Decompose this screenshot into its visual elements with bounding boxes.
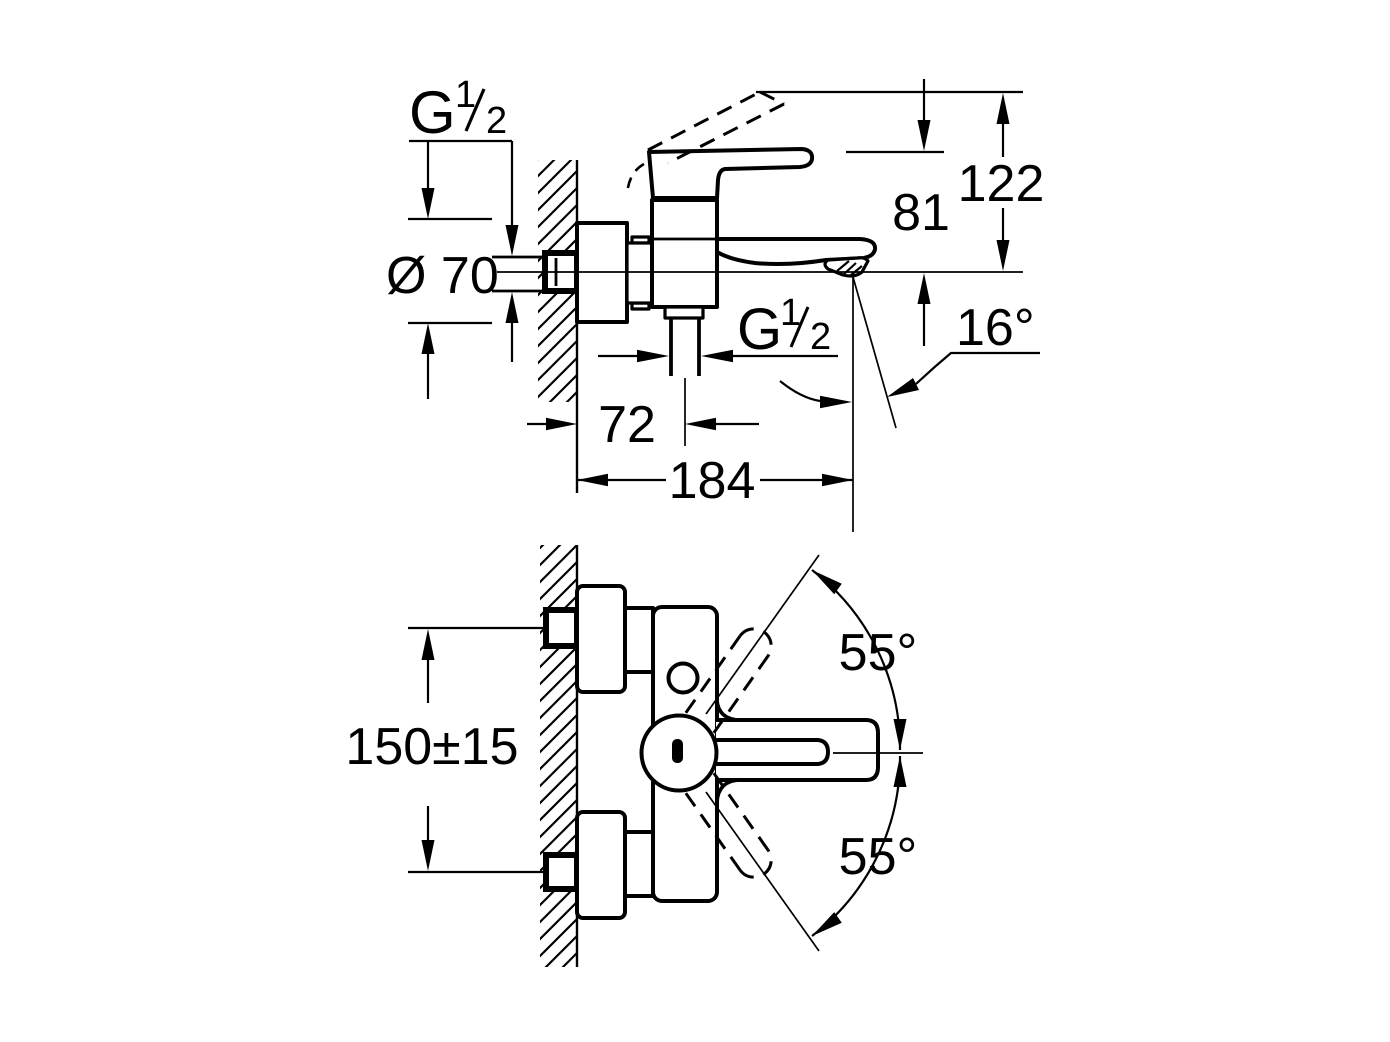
faucet-top bbox=[543, 554, 923, 952]
dim-height-total: 122 bbox=[756, 90, 1045, 271]
supply-connection-hot bbox=[543, 607, 580, 649]
arrowhead bbox=[637, 349, 669, 363]
dim-150-extension-lines bbox=[408, 626, 546, 874]
arrowhead bbox=[893, 756, 907, 787]
dim-55-up-text: 55° bbox=[839, 624, 918, 682]
arrowhead bbox=[421, 323, 435, 354]
dim-escutcheon-diameter: Ø 70 bbox=[386, 217, 499, 399]
arrowhead bbox=[996, 240, 1010, 271]
arrowhead bbox=[820, 395, 852, 409]
dim-122-text: 122 bbox=[958, 155, 1045, 213]
handle-swivel-down-dashed bbox=[683, 771, 820, 952]
union-nut-side bbox=[625, 241, 654, 305]
thread-top-numerator: 1 bbox=[455, 74, 476, 116]
mixer-body-side bbox=[650, 198, 719, 309]
escutcheon-top-2 bbox=[575, 810, 627, 920]
thread-top-fraction-slash bbox=[464, 88, 486, 132]
dashed-sides-up bbox=[683, 635, 770, 735]
dim-wall-to-spout-tip: 184 bbox=[577, 277, 854, 532]
dim-72-text: 72 bbox=[598, 396, 656, 454]
dimensions-side: G 1 2 Ø 70 72 bbox=[386, 74, 1044, 532]
arrowhead bbox=[822, 473, 853, 487]
dim-thread-bottom: G 1 2 bbox=[598, 292, 838, 363]
arrowhead bbox=[421, 629, 435, 660]
arrowhead bbox=[917, 273, 931, 304]
union-top-1 bbox=[623, 606, 655, 674]
dim-55-down-text: 55° bbox=[839, 828, 918, 886]
thread-bottom-main: G bbox=[737, 297, 782, 362]
top-view: 150±15 55° 55° bbox=[345, 545, 923, 967]
dim-150-text: 150±15 bbox=[345, 718, 518, 776]
outlet-pipe-collar bbox=[663, 305, 705, 320]
dim-diameter-text: Ø 70 bbox=[386, 247, 499, 305]
lever-handle-side bbox=[647, 147, 815, 200]
dashed-cap-up bbox=[738, 627, 773, 657]
side-view: G 1 2 Ø 70 72 bbox=[386, 74, 1044, 532]
arrowhead bbox=[887, 378, 919, 397]
arrowhead bbox=[685, 417, 716, 431]
arrowhead bbox=[577, 473, 608, 487]
arrowhead bbox=[421, 840, 435, 871]
dashed-cap-down bbox=[738, 849, 773, 879]
angle-arc-tail bbox=[779, 380, 821, 403]
handle-swivel-up-dashed bbox=[683, 554, 820, 735]
thread-top-denominator: 2 bbox=[486, 100, 507, 142]
lever-arm-slot bbox=[716, 738, 830, 766]
arrowhead bbox=[421, 188, 435, 219]
union-top-2 bbox=[623, 830, 655, 898]
dim-height-to-handle: 81 bbox=[846, 79, 950, 346]
dashed-sides-down bbox=[683, 771, 770, 871]
dim-swivel-up: 55° bbox=[811, 569, 918, 751]
lever-slot-mark bbox=[672, 739, 683, 763]
angle-leader bbox=[915, 351, 1040, 385]
arrowhead bbox=[812, 912, 842, 936]
arrowhead bbox=[505, 292, 519, 323]
swivel-centerline-up bbox=[705, 554, 820, 715]
dim-thread-top: G 1 2 bbox=[409, 74, 519, 362]
thread-bottom-numerator: 1 bbox=[780, 292, 801, 334]
thread-top-leader bbox=[409, 139, 514, 225]
dimensions-top: 150±15 55° 55° bbox=[345, 569, 918, 937]
dim-connection-distance: 150±15 bbox=[345, 626, 546, 874]
arrowhead bbox=[812, 570, 842, 595]
thread-bottom-fraction-slash bbox=[789, 306, 810, 348]
arrowhead bbox=[701, 349, 733, 363]
handle-swing-arc-dashed bbox=[625, 162, 645, 197]
arrowhead bbox=[917, 120, 931, 151]
dim-81-text: 81 bbox=[892, 184, 950, 242]
wall-section-side bbox=[538, 160, 579, 493]
arrowhead bbox=[546, 417, 577, 431]
spout-hole-circle bbox=[666, 661, 700, 695]
supply-connection-cold bbox=[543, 852, 580, 892]
escutcheon-top-1 bbox=[575, 584, 627, 694]
dim-swivel-down: 55° bbox=[811, 755, 918, 937]
arrowhead bbox=[505, 225, 519, 256]
dim-16-text: 16° bbox=[956, 299, 1035, 357]
angle-slant-line bbox=[852, 276, 897, 429]
arrowhead bbox=[893, 719, 907, 750]
dim-wall-to-outlet: 72 bbox=[527, 396, 759, 454]
thread-top-main: G bbox=[409, 79, 456, 146]
dia-extension-lines bbox=[408, 217, 492, 325]
lever-handle-raised-dashed bbox=[647, 90, 785, 165]
thread-bottom-denominator: 2 bbox=[810, 316, 831, 358]
dim-spout-angle: 16° bbox=[779, 276, 1040, 429]
arrowhead bbox=[996, 93, 1010, 124]
swivel-centerline-down bbox=[705, 791, 820, 952]
dim-184-text: 184 bbox=[669, 452, 756, 510]
